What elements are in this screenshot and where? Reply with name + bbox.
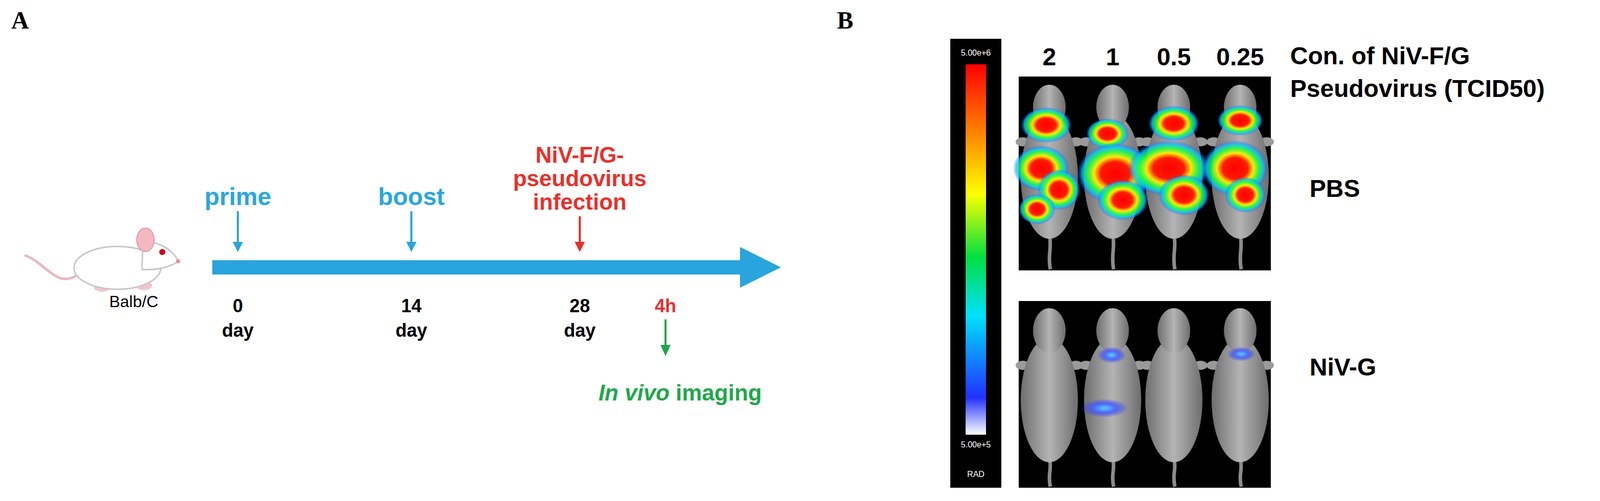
arrow-shaft	[578, 216, 581, 244]
time-number: 28	[569, 296, 590, 317]
time-number: 0	[232, 296, 243, 317]
imaging-label: In vivo	[598, 380, 670, 406]
dose-label: 0.25	[1216, 43, 1264, 71]
signal-blob	[1226, 347, 1256, 362]
signal-blob	[1158, 174, 1210, 216]
mouse-tail	[1112, 233, 1114, 270]
signal-blob	[1224, 177, 1266, 213]
arrow-head	[232, 241, 243, 253]
signal-blob	[1217, 105, 1264, 136]
arrow-shaft	[664, 319, 667, 348]
mouse-tail	[1173, 233, 1175, 270]
mouse-head	[1157, 308, 1191, 354]
mouse-nose	[176, 259, 181, 264]
event-label: NiV-F/G-pseudovirus infection	[508, 143, 652, 214]
mouse-body	[1145, 337, 1203, 463]
signal-blob	[1018, 193, 1056, 225]
time-unit: day	[222, 320, 254, 341]
time-offset: 4h	[654, 296, 677, 317]
mouse-ear	[136, 228, 155, 252]
mouse-eye	[159, 249, 166, 256]
signal-blob	[1080, 399, 1128, 418]
imaged-mouse	[1015, 308, 1083, 487]
imaging-panel	[1018, 301, 1271, 488]
imaging-label: imaging	[675, 380, 762, 406]
axis-title: Con. of NiV-F/G Pseudovirus (TCID50)	[1290, 39, 1597, 106]
timeline-arrow	[212, 247, 781, 288]
imaged-mouse	[1206, 308, 1274, 487]
group-label: NiV-G	[1309, 354, 1377, 382]
arrow-shaft	[410, 211, 413, 244]
imaged-mice	[1013, 84, 1274, 487]
arrow-head	[406, 241, 417, 253]
dose-label: 1	[1105, 43, 1120, 71]
imaged-mouse	[1078, 308, 1147, 487]
mouse-tail	[1049, 233, 1051, 270]
imaging-panel	[1018, 76, 1271, 271]
arrow-head	[660, 345, 671, 357]
mouse-icon	[24, 228, 181, 292]
panel-letter: B	[837, 7, 854, 35]
panel-letter: A	[11, 7, 30, 35]
mouse-tail	[1240, 233, 1242, 270]
imaged-mouse	[1140, 308, 1208, 487]
signal-blob	[1020, 107, 1072, 143]
signal-blob	[1097, 347, 1126, 364]
group-label: PBS	[1309, 175, 1361, 203]
time-unit: day	[563, 320, 596, 341]
scale-unit: RAD	[967, 470, 985, 480]
dose-label: 2	[1042, 43, 1057, 71]
time-number: 14	[401, 296, 422, 317]
mouse-head	[1032, 308, 1066, 354]
event-label: prime	[204, 183, 272, 211]
scale-frame	[950, 38, 1002, 488]
mouse-head	[1096, 308, 1129, 354]
scale-gradient	[965, 64, 987, 435]
mouse-tail	[24, 255, 77, 280]
signal-blob	[1148, 105, 1200, 142]
arrow-head	[574, 241, 585, 253]
time-unit: day	[395, 320, 428, 341]
scale-min: 5.00e+5	[961, 440, 991, 450]
event-arrow	[232, 211, 671, 357]
mouse-head	[1223, 308, 1257, 354]
scale-max: 5.00e+6	[961, 48, 991, 58]
dose-label: 0.5	[1157, 43, 1192, 71]
event-label: boost	[378, 183, 446, 211]
mouse-body	[1020, 337, 1078, 463]
mouse-body	[1211, 337, 1269, 463]
arrow-shaft	[236, 211, 239, 244]
strain-label: Balb/C	[109, 292, 159, 311]
